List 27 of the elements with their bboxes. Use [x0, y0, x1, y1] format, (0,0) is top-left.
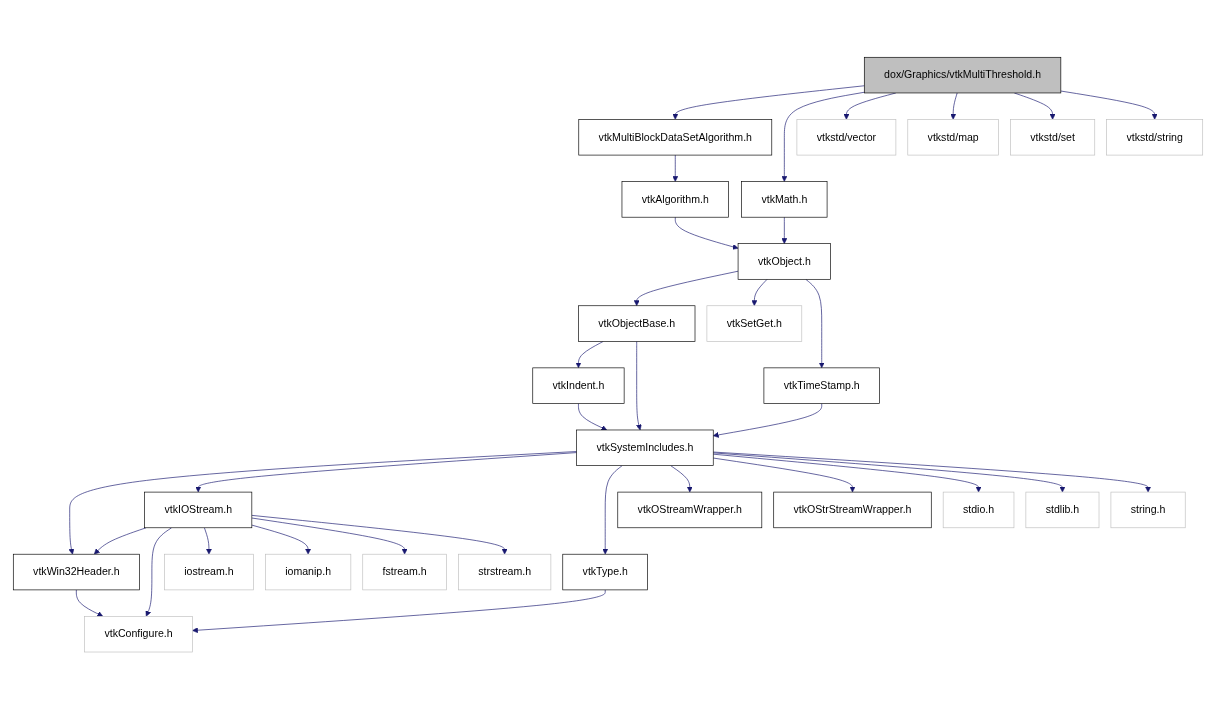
node-box: fstream.h — [362, 553, 447, 591]
node-box: iostream.h — [164, 553, 254, 591]
node-box: vtkstd/set — [1010, 118, 1096, 156]
node-box: stdlib.h — [1025, 491, 1100, 528]
node-box: vtkIOStream.h — [144, 491, 253, 528]
node-box: vtkSystemIncludes.h — [576, 429, 714, 466]
node-box: vtkIndent.h — [532, 367, 625, 404]
node-box: vtkstd/string — [1106, 118, 1204, 156]
node-box: vtkAlgorithm.h — [621, 181, 729, 218]
node-box: vtkMultiBlockDataSetAlgorithm.h — [578, 118, 773, 156]
node-box: vtkOStrStreamWrapper.h — [773, 491, 932, 528]
node-box: iomanip.h — [265, 553, 352, 591]
node-box: vtkObjectBase.h — [578, 305, 696, 342]
node-box: vtkTimeStamp.h — [763, 367, 880, 404]
node-box: vtkType.h — [562, 553, 648, 591]
node-box: vtkMath.h — [741, 181, 828, 218]
node-box: dox/Graphics/vtkMultiThreshold.h — [863, 56, 1062, 94]
node-box: vtkOStreamWrapper.h — [617, 491, 763, 528]
node-box: string.h — [1110, 491, 1186, 528]
node-box: vtkSetGet.h — [706, 305, 803, 342]
node-box: vtkObject.h — [737, 243, 831, 280]
node-box: vtkstd/map — [907, 118, 999, 156]
node-box: stdio.h — [942, 491, 1015, 528]
node-box: strstream.h — [458, 553, 552, 591]
node-box: vtkWin32Header.h — [12, 553, 140, 591]
node-box: vtkstd/vector — [796, 118, 897, 156]
node-box: vtkConfigure.h — [84, 615, 193, 653]
